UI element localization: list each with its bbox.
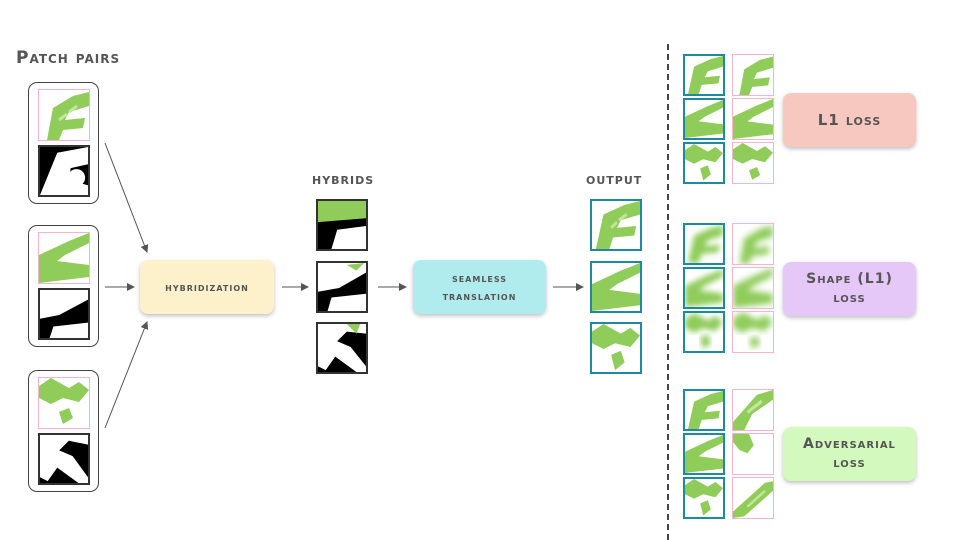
patch-pair-1: [28, 82, 99, 204]
adv-real-tile: [732, 477, 774, 519]
patch-mask-tile: [38, 288, 90, 340]
hybrid-tile-3: [316, 322, 368, 374]
patch-pair-3: [28, 370, 99, 492]
blurred-output-tile: [683, 223, 725, 265]
loss-output-tile: [683, 98, 725, 140]
blurred-target-tile: [732, 267, 774, 309]
shape-loss-label-line1: Shape (L1): [806, 271, 893, 287]
loss-target-tile: [732, 98, 774, 140]
translation-label-line2: translation: [442, 289, 517, 303]
hybrids-title: hybrids: [312, 170, 375, 188]
l1-loss-box: L1 loss: [783, 93, 916, 147]
l1-loss-label: L1 loss: [817, 111, 882, 129]
output-title: output: [586, 170, 643, 188]
loss-output-tile: [683, 142, 725, 184]
output-tile-2: [590, 261, 642, 313]
patch-texture-tile: [38, 232, 90, 284]
hybrid-tile-2: [316, 261, 368, 313]
arrow-pair1-to-hybridization: [104, 142, 149, 253]
loss-target-tile: [732, 54, 774, 96]
blurred-output-tile: [683, 311, 725, 353]
section-divider: [667, 44, 669, 540]
hybridization-label: hybridization: [165, 280, 249, 294]
hybrid-tile-1: [316, 199, 368, 251]
patch-mask-tile: [38, 433, 90, 485]
adv-output-tile: [683, 389, 725, 431]
blurred-output-tile: [683, 267, 725, 309]
hybridization-box: hybridization: [140, 260, 274, 314]
loss-output-tile: [683, 54, 725, 96]
patch-mask-tile: [38, 145, 90, 197]
translation-label-line1: seamless: [451, 271, 508, 285]
output-tile-3: [590, 322, 642, 374]
patch-texture-tile: [38, 89, 90, 141]
blurred-target-tile: [732, 223, 774, 265]
loss-target-tile: [732, 142, 774, 184]
adv-loss-label-line1: Adversarial: [803, 436, 896, 452]
patch-pair-2: [28, 225, 99, 347]
adversarial-loss-box: Adversarial loss: [783, 427, 916, 481]
seamless-translation-box: seamless translation: [413, 260, 546, 314]
output-tile-1: [590, 199, 642, 251]
adv-output-tile: [683, 477, 725, 519]
shape-loss-label-line2: loss: [833, 290, 866, 306]
adv-output-tile: [683, 433, 725, 475]
adv-loss-label-line2: loss: [833, 455, 866, 471]
adv-real-tile: [732, 433, 774, 475]
patch-texture-tile: [38, 377, 90, 429]
shape-loss-box: Shape (L1) loss: [783, 262, 916, 316]
adv-real-tile: [732, 389, 774, 431]
arrow-pair3-to-hybridization: [104, 321, 149, 429]
patch-pairs-title: Patch pairs: [16, 48, 121, 68]
blurred-target-tile: [732, 311, 774, 353]
